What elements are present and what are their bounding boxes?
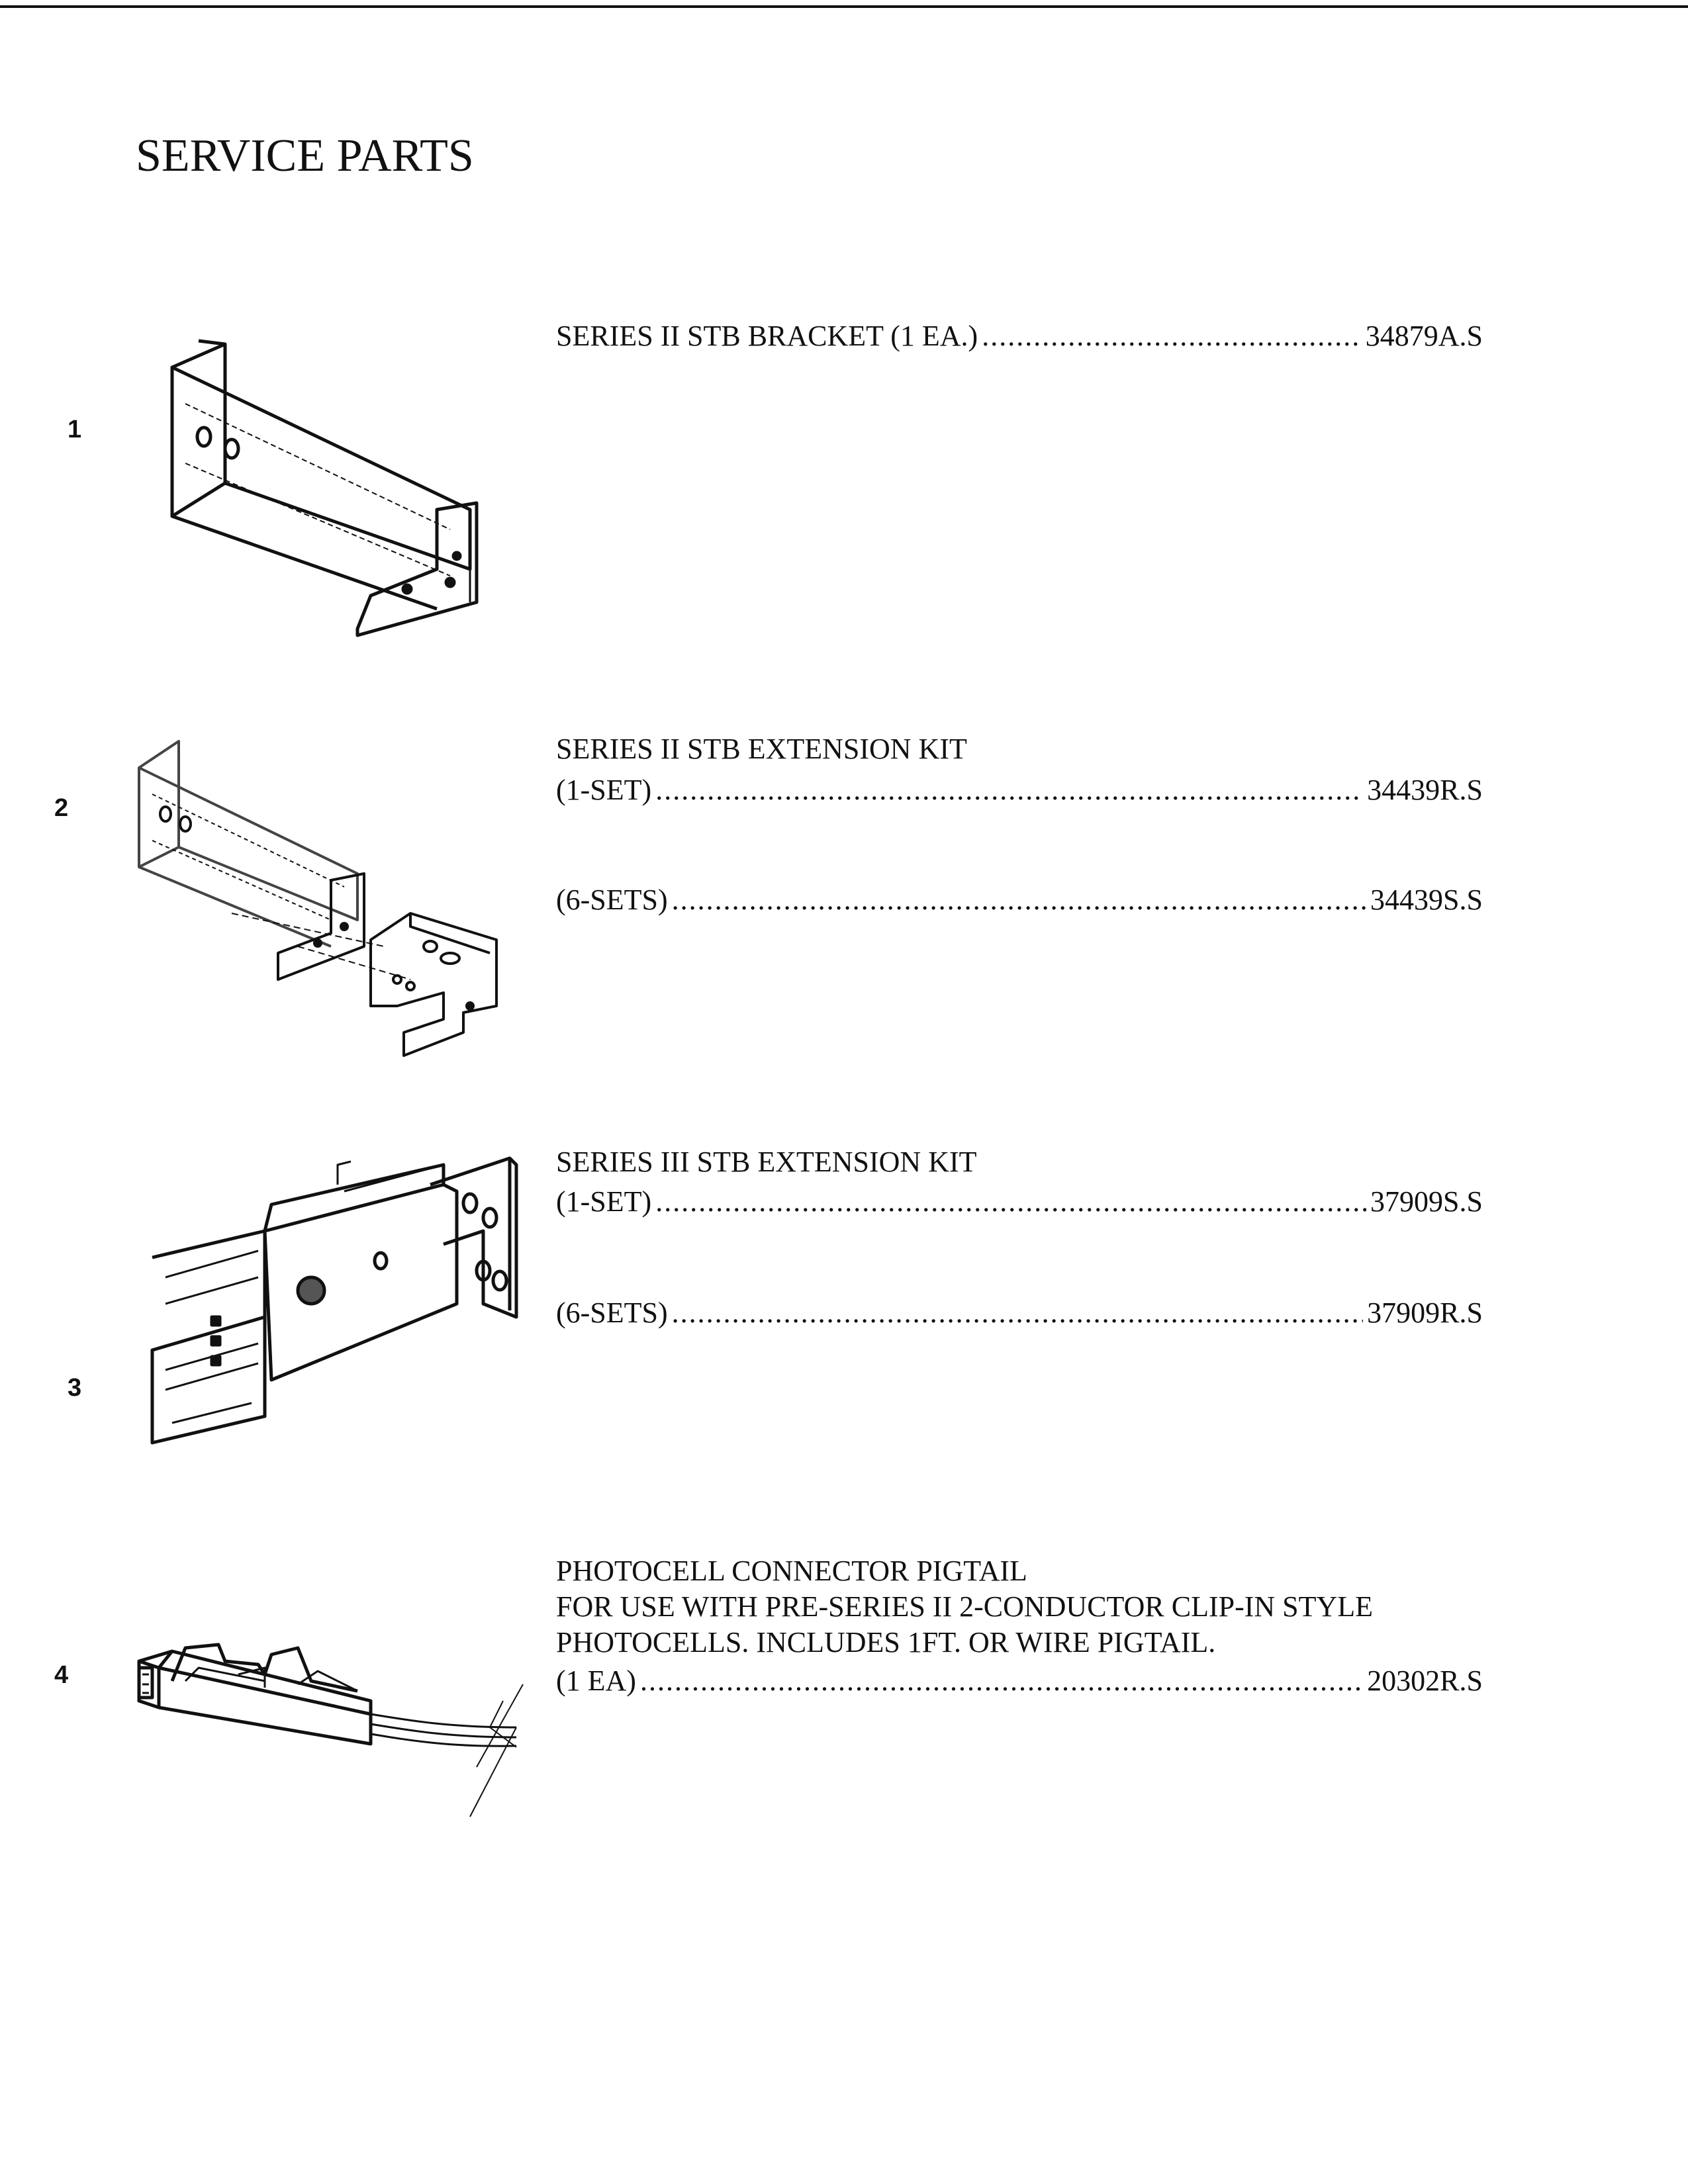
part-label: (1-SET) — [556, 1185, 652, 1218]
part-row: SERIES II STB BRACKET (1 EA.) 34879A.S — [556, 319, 1483, 353]
leader-dots — [982, 319, 1362, 353]
top-rule — [0, 5, 1688, 8]
leader-dots — [655, 1185, 1366, 1218]
leader-dots — [672, 1296, 1364, 1330]
part-label: SERIES II STB BRACKET (1 EA.) — [556, 320, 978, 352]
item-heading: PHOTOCELL CONNECTOR PIGTAIL — [556, 1555, 1027, 1587]
page-title: SERVICE PARTS — [136, 130, 474, 181]
part-number: 34439S.S — [1370, 884, 1483, 916]
item-number-1: 1 — [68, 416, 82, 443]
part-row: (1-SET) 34439R.S — [556, 773, 1483, 807]
part-label: (1-SET) — [556, 774, 652, 806]
part-row: (6-SETS) 34439S.S — [556, 883, 1483, 917]
item-heading: SERIES III STB EXTENSION KIT — [556, 1146, 977, 1178]
leader-dots — [655, 773, 1363, 807]
part-number: 20302R.S — [1367, 1664, 1483, 1697]
part-row: (1-SET) 37909S.S — [556, 1185, 1483, 1218]
part-number: 34879A.S — [1365, 320, 1483, 352]
series-iii-extension-illustration — [150, 1156, 518, 1445]
item-heading: SERIES II STB EXTENSION KIT — [556, 733, 967, 765]
part-number: 37909R.S — [1367, 1297, 1483, 1329]
item-heading: PHOTOCELLS. INCLUDES 1FT. OR WIRE PIGTAI… — [556, 1626, 1216, 1659]
part-label: (1 EA) — [556, 1664, 636, 1697]
part-row: (1 EA) 20302R.S — [556, 1664, 1483, 1698]
part-label: (6-SETS) — [556, 1297, 668, 1329]
part-number: 37909S.S — [1370, 1185, 1483, 1218]
extension-kit-illustration — [138, 740, 498, 1057]
bracket-illustration — [170, 339, 479, 637]
part-row: (6-SETS) 37909R.S — [556, 1296, 1483, 1330]
item-number-4: 4 — [54, 1661, 69, 1689]
leader-dots — [672, 883, 1366, 917]
leader-dots — [640, 1664, 1363, 1698]
photocell-pigtail-illustration — [137, 1643, 524, 1817]
item-number-2: 2 — [54, 794, 69, 822]
item-number-3: 3 — [68, 1374, 82, 1402]
part-label: (6-SETS) — [556, 884, 668, 916]
part-number: 34439R.S — [1367, 774, 1483, 806]
item-heading: FOR USE WITH PRE-SERIES II 2-CONDUCTOR C… — [556, 1590, 1374, 1623]
